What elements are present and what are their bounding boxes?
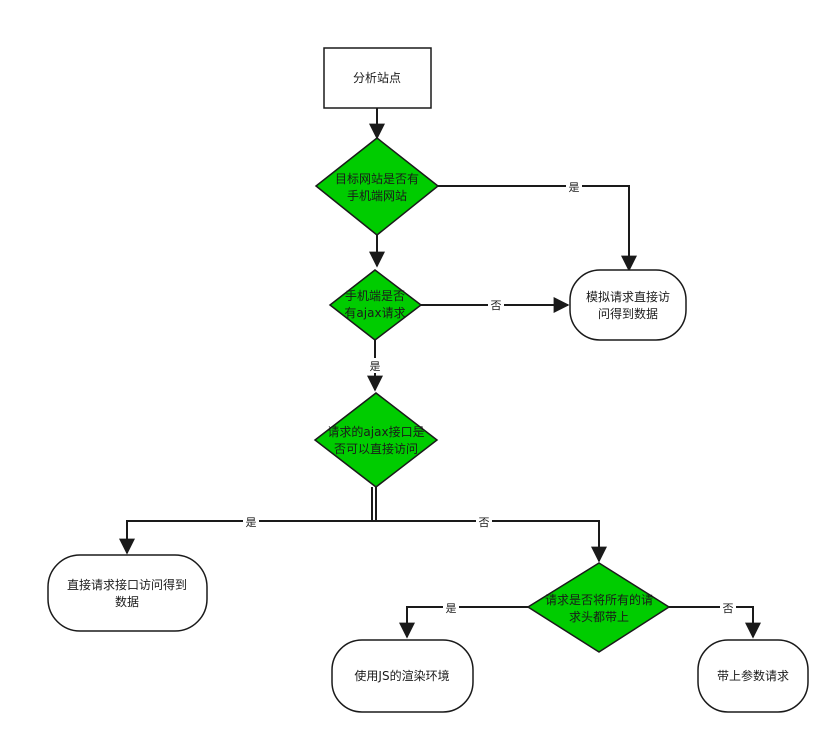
edge-label-direct-yes: 是 — [246, 516, 257, 529]
edge-label-headers-no: 否 — [723, 602, 734, 615]
decision-mobile-site: 目标网站是否有 手机端网站 — [314, 137, 440, 236]
edge-headers-no — [669, 606, 761, 639]
decision-direct-access: 请求的ajax接口是 否可以直接访问 — [313, 392, 439, 488]
edge-label-mobile-site-yes: 是 — [569, 181, 580, 194]
node-direct-request-line-2: 数据 — [115, 594, 139, 609]
decision-headers: 请求是否将所有的请 求头都带上 — [526, 562, 671, 653]
node-js-environment-line-1: 使用JS的渲染环境 — [354, 668, 449, 683]
edge-direct-access-down — [371, 487, 377, 520]
node-params-request-line-1: 带上参数请求 — [717, 668, 789, 683]
edge-label-direct-no: 否 — [479, 516, 490, 529]
edge-direct-yes — [119, 520, 372, 555]
edge-label-mobile-ajax-no: 否 — [491, 299, 502, 312]
node-simulate-request: 模拟请求直接访 问得到数据 — [569, 269, 687, 341]
node-direct-request-line-1: 直接请求接口访问得到 — [67, 577, 187, 592]
decision-direct-access-line-2: 否可以直接访问 — [334, 441, 418, 456]
node-simulate-request-line-2: 问得到数据 — [598, 306, 658, 321]
decision-mobile-ajax-line-1: 手机端是否 — [345, 289, 405, 303]
edge-mobile-site-yes — [438, 185, 637, 272]
decision-direct-access-line-1: 请求的ajax接口是 — [327, 424, 424, 439]
edge-direct-no — [372, 520, 607, 563]
node-params-request: 带上参数请求 — [697, 639, 809, 713]
node-start: 分析站点 — [323, 47, 432, 109]
node-direct-request: 直接请求接口访问得到 数据 — [47, 554, 208, 632]
decision-mobile-ajax-line-2: 有ajax请求 — [344, 306, 405, 320]
decision-mobile-site-line-1: 目标网站是否有 — [335, 172, 419, 186]
decision-headers-line-2: 求头都带上 — [569, 610, 629, 624]
decision-mobile-site-line-2: 手机端网站 — [347, 189, 407, 203]
edge-label-headers-yes: 是 — [446, 602, 457, 615]
node-start-line-1: 分析站点 — [353, 71, 401, 85]
node-simulate-request-line-1: 模拟请求直接访 — [586, 289, 670, 304]
edge-headers-yes — [399, 606, 528, 639]
decision-headers-line-1: 请求是否将所有的请 — [545, 592, 653, 607]
decision-mobile-ajax: 手机端是否 有ajax请求 — [328, 269, 423, 341]
node-js-environment: 使用JS的渲染环境 — [331, 639, 474, 713]
edge-label-mobile-ajax-yes: 是 — [370, 360, 381, 373]
